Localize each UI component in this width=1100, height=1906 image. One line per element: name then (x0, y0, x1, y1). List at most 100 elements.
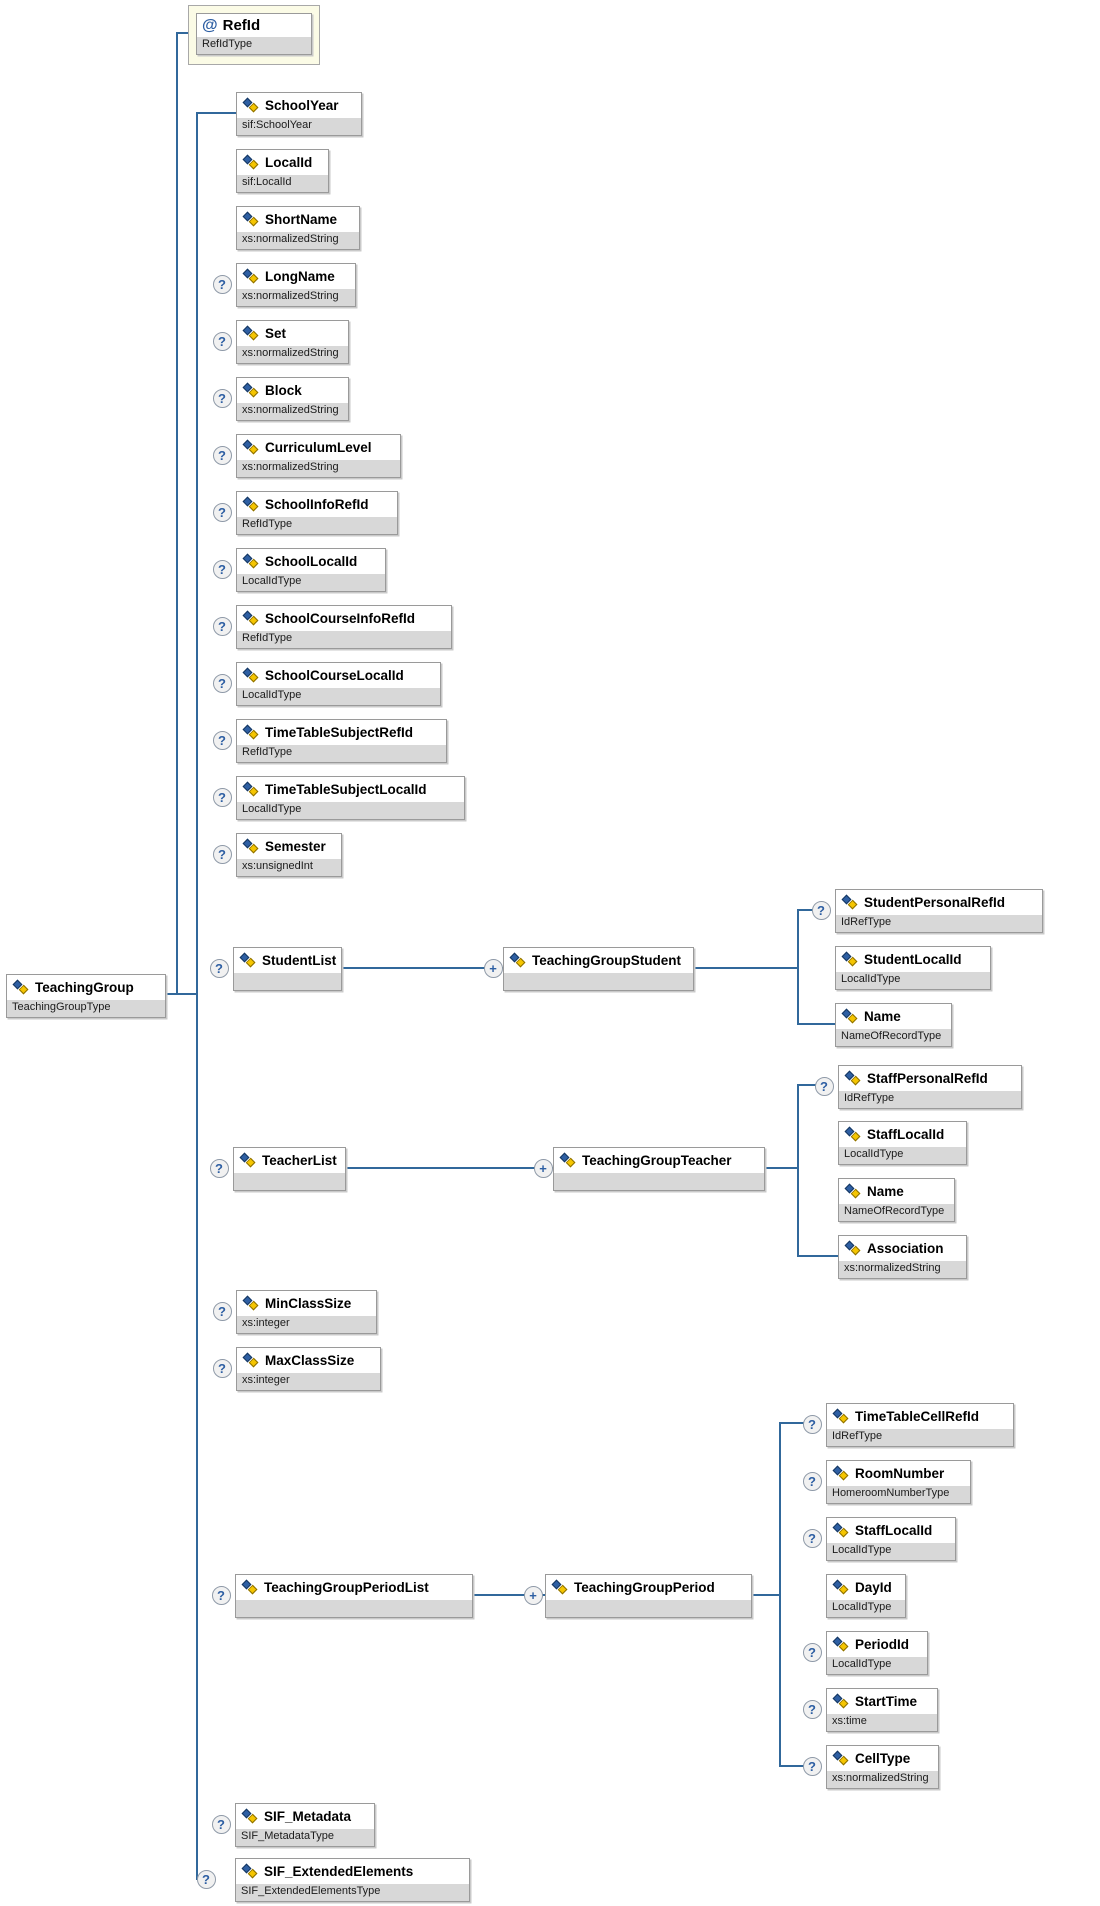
node-type (236, 1600, 472, 1617)
node-label: StaffPersonalRefId (867, 1071, 988, 1086)
node-label: CurriculumLevel (265, 440, 372, 455)
node-type: LocalIdType (836, 972, 990, 989)
connector-line (779, 1422, 815, 1424)
node-title: Set (237, 321, 348, 346)
node-type: xs:integer (237, 1373, 380, 1390)
optional-marker: ? (814, 1076, 834, 1096)
schema-node-teachinggroupperiodlist[interactable]: TeachingGroupPeriodList (235, 1574, 473, 1618)
node-type: LocalIdType (827, 1543, 955, 1560)
element-icon (559, 1152, 577, 1168)
node-title: TimeTableSubjectLocalId (237, 777, 464, 802)
node-title: Block (237, 378, 348, 403)
element-icon (242, 439, 260, 455)
element-icon (242, 1352, 260, 1368)
node-label: TeacherList (262, 1153, 337, 1168)
connector-line (779, 1423, 781, 1767)
node-type: xs:normalizedString (827, 1771, 938, 1788)
node-title: TimeTableCellRefId (827, 1404, 1013, 1429)
schema-node-teachinggroupstudent[interactable]: TeachingGroupStudent (503, 947, 694, 991)
node-title: TeacherList (234, 1148, 345, 1173)
optional-marker: ? (802, 1699, 822, 1719)
optional-marker: ? (802, 1528, 822, 1548)
node-type: SIF_MetadataType (236, 1829, 374, 1846)
node-title: TeachingGroupPeriodList (236, 1575, 472, 1600)
node-type: LocalIdType (839, 1147, 966, 1164)
node-type: IdRefType (836, 915, 1042, 932)
node-label: Name (867, 1184, 904, 1199)
node-label: StudentList (262, 953, 337, 968)
node-title: TimeTableSubjectRefId (237, 720, 446, 745)
node-title: PeriodId (827, 1632, 927, 1657)
node-label: TeachingGroup (35, 980, 134, 995)
schema-node-studentlist[interactable]: StudentList (233, 947, 342, 991)
node-label: RefId (222, 17, 261, 34)
schema-node-teachinggroupperiod[interactable]: TeachingGroupPeriod (545, 1574, 752, 1618)
node-label: Set (265, 326, 287, 341)
element-icon (242, 268, 260, 284)
node-type (234, 1173, 345, 1190)
element-icon (239, 952, 257, 968)
element-icon (242, 325, 260, 341)
connector-line (797, 1084, 825, 1086)
optional-marker: ? (212, 1301, 232, 1321)
node-title: LocalId (237, 150, 328, 175)
optional-marker: ? (212, 1358, 232, 1378)
node-title: SIF_Metadata (236, 1804, 374, 1829)
node-title: ShortName (237, 207, 359, 232)
optional-marker: ? (802, 1414, 822, 1434)
node-type: SIF_ExtendedElementsType (236, 1884, 469, 1901)
node-title: SchoolInfoRefId (237, 492, 397, 517)
node-type: NameOfRecordType (836, 1029, 951, 1046)
connector-line (340, 967, 503, 969)
node-title: CurriculumLevel (237, 435, 400, 460)
node-type: xs:normalizedString (237, 232, 359, 249)
node-type: RefIdType (197, 37, 311, 54)
element-icon (832, 1408, 850, 1424)
optional-marker: ? (196, 1869, 216, 1889)
element-icon (242, 382, 260, 398)
element-icon (242, 781, 260, 797)
node-label: StartTime (855, 1694, 918, 1709)
node-label: RoomNumber (855, 1466, 945, 1481)
schema-node-teacherlist[interactable]: TeacherList (233, 1147, 346, 1191)
schema-node-teachinggroupteacher[interactable]: TeachingGroupTeacher (553, 1147, 765, 1191)
node-label: Block (265, 383, 302, 398)
optional-marker: ? (212, 844, 232, 864)
optional-marker: ? (209, 958, 229, 978)
element-icon (832, 1636, 850, 1652)
